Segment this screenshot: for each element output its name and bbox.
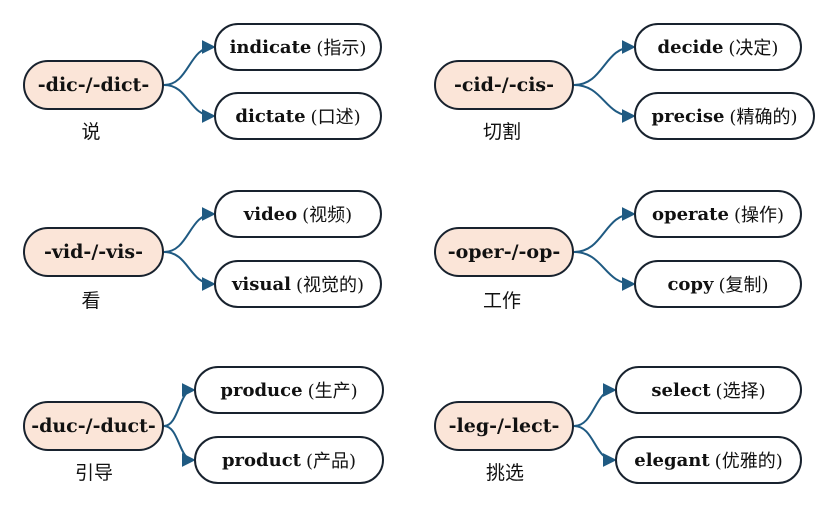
word-label: product	[221, 449, 301, 471]
root-node: -vid-/-vis-	[23, 227, 164, 277]
word-node: copy(复制)	[634, 260, 802, 308]
word-label: produce	[220, 379, 303, 401]
root-meaning: 工作	[482, 290, 522, 312]
word-gloss: (精确的)	[729, 107, 798, 128]
connector-arrow	[573, 425, 617, 467]
word-label: indicate	[229, 36, 312, 58]
word-node: product(产品)	[194, 436, 384, 484]
word-label: dictate	[235, 105, 306, 127]
connector-arrow	[573, 207, 636, 253]
root-meaning: 挑选	[485, 462, 525, 484]
word-gloss: (视频)	[302, 205, 353, 226]
word-node: precise(精确的)	[634, 92, 815, 140]
word-node: dictate(口述)	[214, 92, 382, 140]
word-node: video(视频)	[214, 190, 382, 238]
root-node: -leg-/-lect-	[434, 401, 574, 451]
connector-arrow	[573, 84, 636, 123]
word-node: select(选择)	[615, 366, 802, 414]
word-gloss: (操作)	[733, 205, 784, 226]
word-node: produce(生产)	[194, 366, 384, 414]
word-gloss: (指示)	[316, 38, 367, 59]
word-gloss: (产品)	[305, 451, 357, 472]
root-meaning: 切割	[482, 121, 522, 143]
word-label: precise	[651, 105, 725, 127]
connector-arrow	[163, 84, 216, 123]
word-label: select	[651, 379, 711, 401]
word-node: elegant(优雅的)	[615, 436, 802, 484]
word-node: visual(视觉的)	[214, 260, 382, 308]
word-label: decide	[657, 36, 724, 58]
root-node: -oper-/-op-	[434, 227, 574, 277]
word-gloss: (优雅的)	[714, 451, 783, 472]
word-gloss: (口述)	[310, 107, 361, 128]
connector-arrow	[163, 40, 216, 86]
root-node: -duc-/-duct-	[23, 401, 164, 451]
word-gloss: (复制)	[718, 275, 769, 296]
connector-arrow	[163, 251, 216, 291]
word-gloss: (选择)	[715, 381, 766, 402]
connector-arrow	[573, 251, 636, 291]
word-node: operate(操作)	[634, 190, 802, 238]
word-label: operate	[651, 203, 729, 225]
word-label: copy	[667, 273, 714, 295]
connector-arrow	[573, 40, 636, 86]
word-gloss: (决定)	[728, 38, 779, 59]
word-gloss: (生产)	[307, 381, 358, 402]
word-node: indicate(指示)	[214, 23, 382, 71]
root-meaning: 看	[81, 290, 101, 312]
root-meaning: 引导	[74, 462, 114, 484]
word-gloss: (视觉的)	[295, 275, 365, 296]
connector-arrow	[163, 425, 196, 467]
root-node: -dic-/-dict-	[23, 60, 164, 110]
connector-arrow	[163, 207, 216, 253]
word-node: decide(决定)	[634, 23, 802, 71]
word-label: video	[243, 203, 298, 225]
root-node: -cid-/-cis-	[434, 60, 574, 110]
root-meaning: 说	[81, 121, 101, 143]
connector-arrow	[573, 383, 617, 427]
connector-arrow	[163, 383, 196, 427]
word-label: visual	[231, 273, 291, 295]
word-label: elegant	[634, 449, 710, 471]
